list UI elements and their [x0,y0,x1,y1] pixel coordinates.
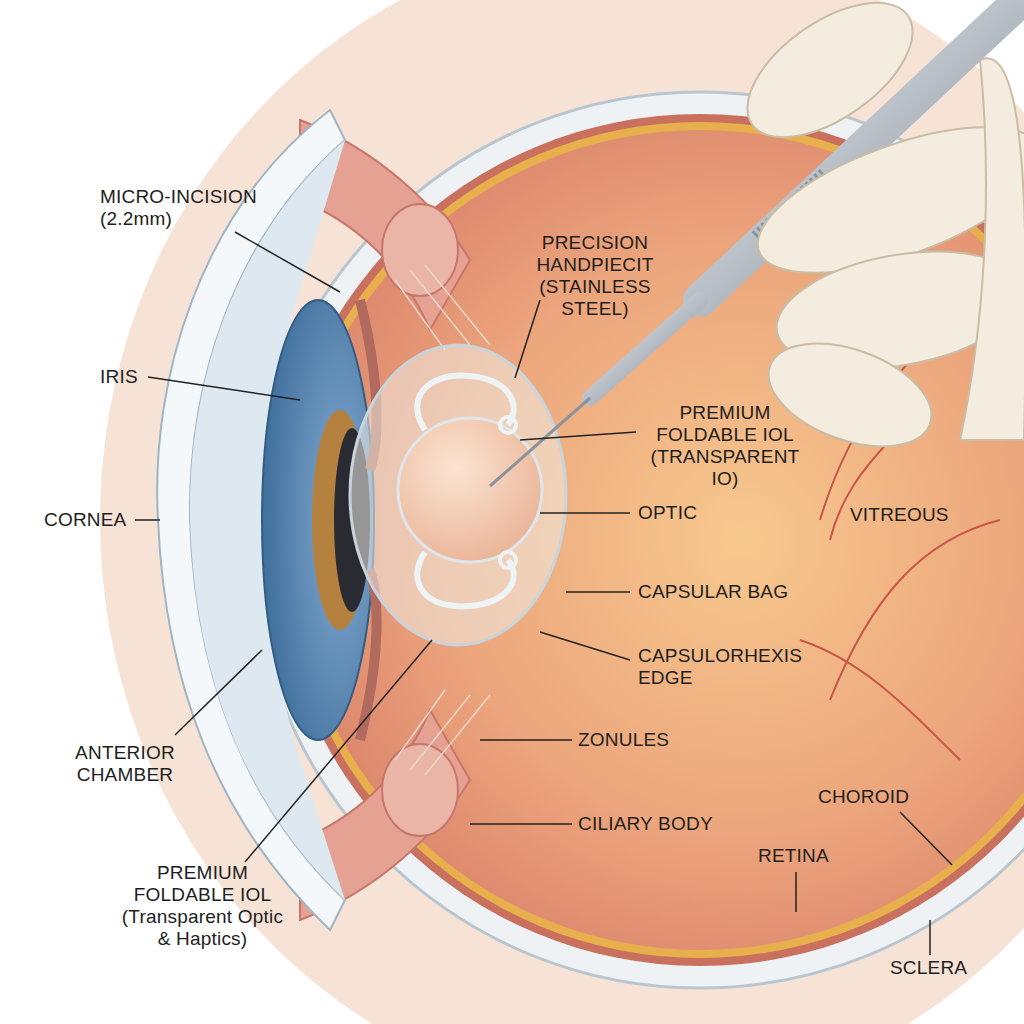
leader-line [135,519,160,521]
vitreous-body [290,130,1024,950]
leader-line [480,739,572,741]
part-label: SCLERA [890,957,1000,979]
leader-line [148,377,300,400]
leader-line [235,232,340,292]
skin-surround [100,0,1024,1024]
gloved-palm [960,58,1024,440]
leader-line [175,650,262,735]
part-label: PREMIUM FOLDABLE IOL (TRANSPARENT IO) [640,402,810,490]
part-label: ZONULES [578,729,728,751]
part-label: PRECISION HANDPIECIT (STAINLESS STEEL) [505,232,685,320]
part-label: RETINA [758,845,868,867]
handpiece-tip [490,398,590,486]
part-label: CAPSULAR BAG [638,581,818,603]
leader-lines [135,232,952,955]
leader-line [540,632,630,660]
leader-line [520,432,636,440]
part-label: OPTIC [638,502,738,524]
haptic-eyelet [500,552,516,568]
leader-line [929,920,931,955]
leader-line [900,812,952,865]
sclera-shell [252,92,1024,988]
part-label: CILIARY BODY [578,813,758,835]
part-label: MICRO-INCISION (2.2mm) [100,186,260,230]
part-label: PREMIUM FOLDABLE IOL (Transparent Optic … [120,862,285,950]
part-label: CORNEA [44,509,144,531]
part-label: ANTERIOR CHAMBER [60,742,190,786]
leader-line [470,823,572,825]
part-label: IRIS [100,366,160,388]
gloved-thumb [725,0,936,164]
part-label: CHOROID [818,786,938,808]
leader-line [515,300,540,378]
haptic-eyelet [500,417,516,433]
leader-line [795,872,797,912]
capsular-bag [350,345,566,645]
leader-line [540,512,630,514]
leader-line [566,591,630,593]
part-label: VITREOUS [850,504,980,526]
part-label: CAPSULORHEXIS EDGE [638,645,818,689]
leader-line [245,640,432,862]
